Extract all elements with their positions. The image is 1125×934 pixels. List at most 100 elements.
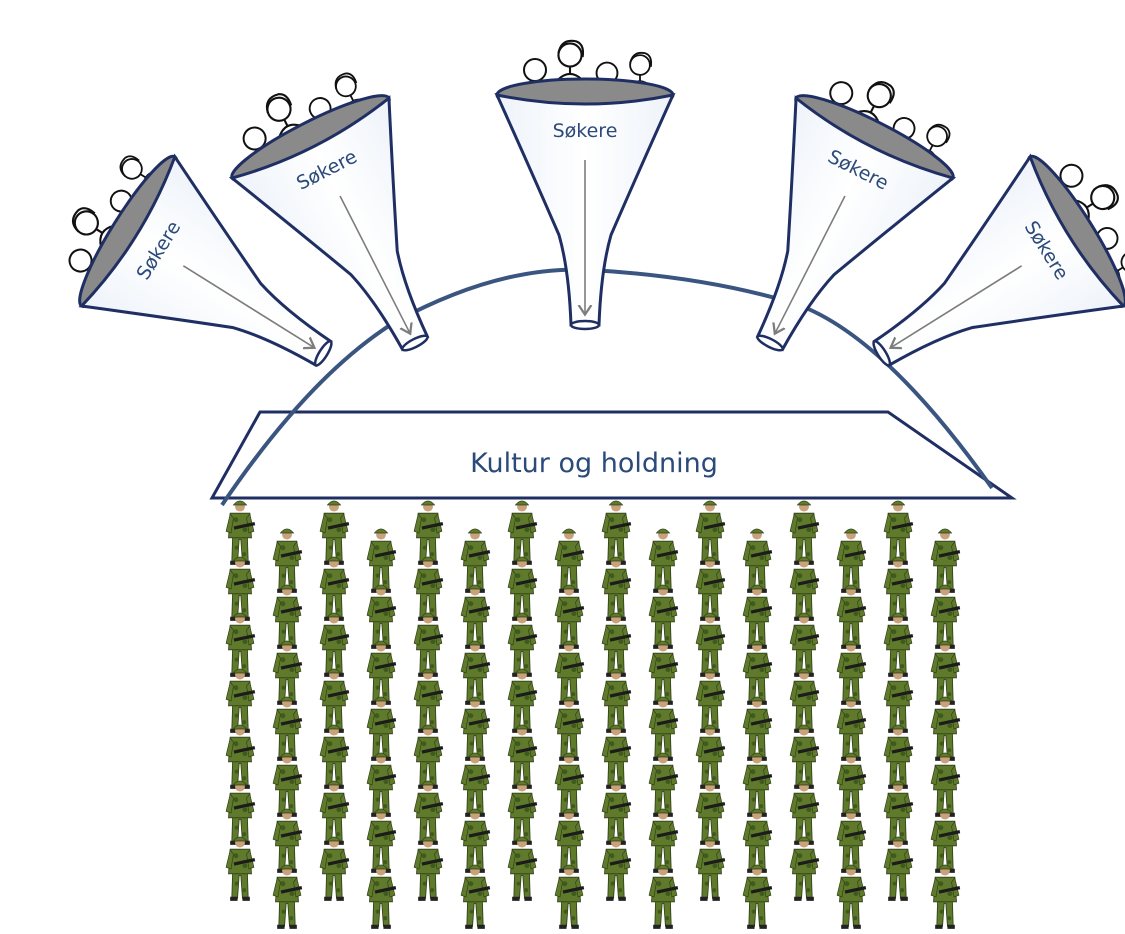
funnel-body	[755, 95, 957, 352]
funnel-spout	[569, 319, 601, 331]
soldier-figure	[225, 612, 256, 677]
soldier-figure	[413, 724, 444, 789]
soldier-figure	[272, 808, 303, 873]
soldier-figure	[836, 640, 867, 705]
funnel-body	[228, 95, 430, 352]
soldier-figure	[554, 696, 585, 761]
soldier-figure	[836, 808, 867, 873]
flow-arrow	[892, 265, 1023, 347]
soldier-figure	[695, 500, 726, 565]
soldier-figure	[883, 612, 914, 677]
soldier-figure	[366, 696, 397, 761]
soldier-figure	[272, 528, 303, 593]
soldier-figure	[319, 612, 350, 677]
soldier-figure	[742, 864, 773, 929]
funnel-spout	[313, 339, 333, 367]
soldier-figure	[742, 808, 773, 873]
soldier-figure	[225, 724, 256, 789]
soldier-figure	[789, 556, 820, 621]
soldier-figure	[366, 640, 397, 705]
soldier-grid	[225, 500, 961, 929]
soldier-figure	[507, 668, 538, 733]
soldier-figure	[272, 640, 303, 705]
soldier-figure	[695, 668, 726, 733]
soldier-figure	[366, 864, 397, 929]
soldier-figure	[507, 556, 538, 621]
soldier-figure	[319, 668, 350, 733]
soldier-figure	[742, 584, 773, 649]
soldier-figure	[272, 864, 303, 929]
soldier-figure	[883, 556, 914, 621]
applicant-figure	[628, 51, 653, 88]
funnel-body	[78, 153, 333, 368]
soldier-figure	[789, 724, 820, 789]
soldier-figure	[742, 696, 773, 761]
soldier-figure	[648, 752, 679, 817]
soldier-figure	[836, 696, 867, 761]
funnel-spout	[756, 334, 784, 352]
soldier-figure	[742, 640, 773, 705]
soldier-figure	[930, 696, 961, 761]
flow-arrow	[339, 195, 409, 332]
soldier-figure	[742, 528, 773, 593]
soldier-figure	[460, 640, 491, 705]
soldier-figure	[413, 780, 444, 845]
soldier-figure	[883, 668, 914, 733]
soldier-figure	[272, 584, 303, 649]
soldier-figure	[554, 584, 585, 649]
soldier-figure	[836, 584, 867, 649]
soldier-figure	[272, 696, 303, 761]
applicant-figure	[556, 39, 585, 81]
soldier-figure	[554, 864, 585, 929]
soldier-figure	[413, 556, 444, 621]
soldier-figure	[319, 500, 350, 565]
funnel-body	[872, 153, 1125, 368]
soldier-figure	[413, 836, 444, 901]
soldier-figure	[366, 528, 397, 593]
soldier-figure	[554, 808, 585, 873]
soldier-figure	[413, 668, 444, 733]
soldier-figure	[507, 780, 538, 845]
soldier-figure	[319, 724, 350, 789]
funnel: Søkere	[68, 153, 333, 368]
soldier-figure	[460, 696, 491, 761]
funnel-spout	[401, 334, 429, 352]
platform-shape	[209, 410, 1017, 500]
soldier-figure	[366, 752, 397, 817]
soldier-figure	[413, 612, 444, 677]
soldier-figure	[601, 668, 632, 733]
soldier-figure	[366, 808, 397, 873]
soldier-figure	[225, 836, 256, 901]
soldier-figure	[601, 836, 632, 901]
soldier-figure	[225, 780, 256, 845]
soldier-figure	[930, 584, 961, 649]
soldier-figure	[601, 556, 632, 621]
soldier-figure	[319, 556, 350, 621]
soldier-figure	[789, 612, 820, 677]
soldier-figure	[883, 836, 914, 901]
soldier-figure	[648, 640, 679, 705]
soldier-figure	[789, 836, 820, 901]
soldier-figure	[601, 780, 632, 845]
soldier-figure	[225, 668, 256, 733]
soldier-figure	[460, 864, 491, 929]
soldier-figure	[507, 724, 538, 789]
soldier-figure	[930, 640, 961, 705]
soldier-figure	[930, 808, 961, 873]
soldier-figure	[319, 780, 350, 845]
funnel-spout	[872, 339, 892, 367]
funnel: Søkere	[494, 39, 676, 331]
soldier-figure	[648, 528, 679, 593]
funnel: Søkere	[755, 81, 957, 352]
soldier-figure	[601, 500, 632, 565]
soldier-figure	[836, 864, 867, 929]
soldier-figure	[507, 836, 538, 901]
soldier-figure	[695, 556, 726, 621]
soldier-figure	[460, 808, 491, 873]
soldier-figure	[554, 752, 585, 817]
soldier-figure	[648, 864, 679, 929]
soldier-figure	[789, 500, 820, 565]
soldier-figure	[225, 500, 256, 565]
